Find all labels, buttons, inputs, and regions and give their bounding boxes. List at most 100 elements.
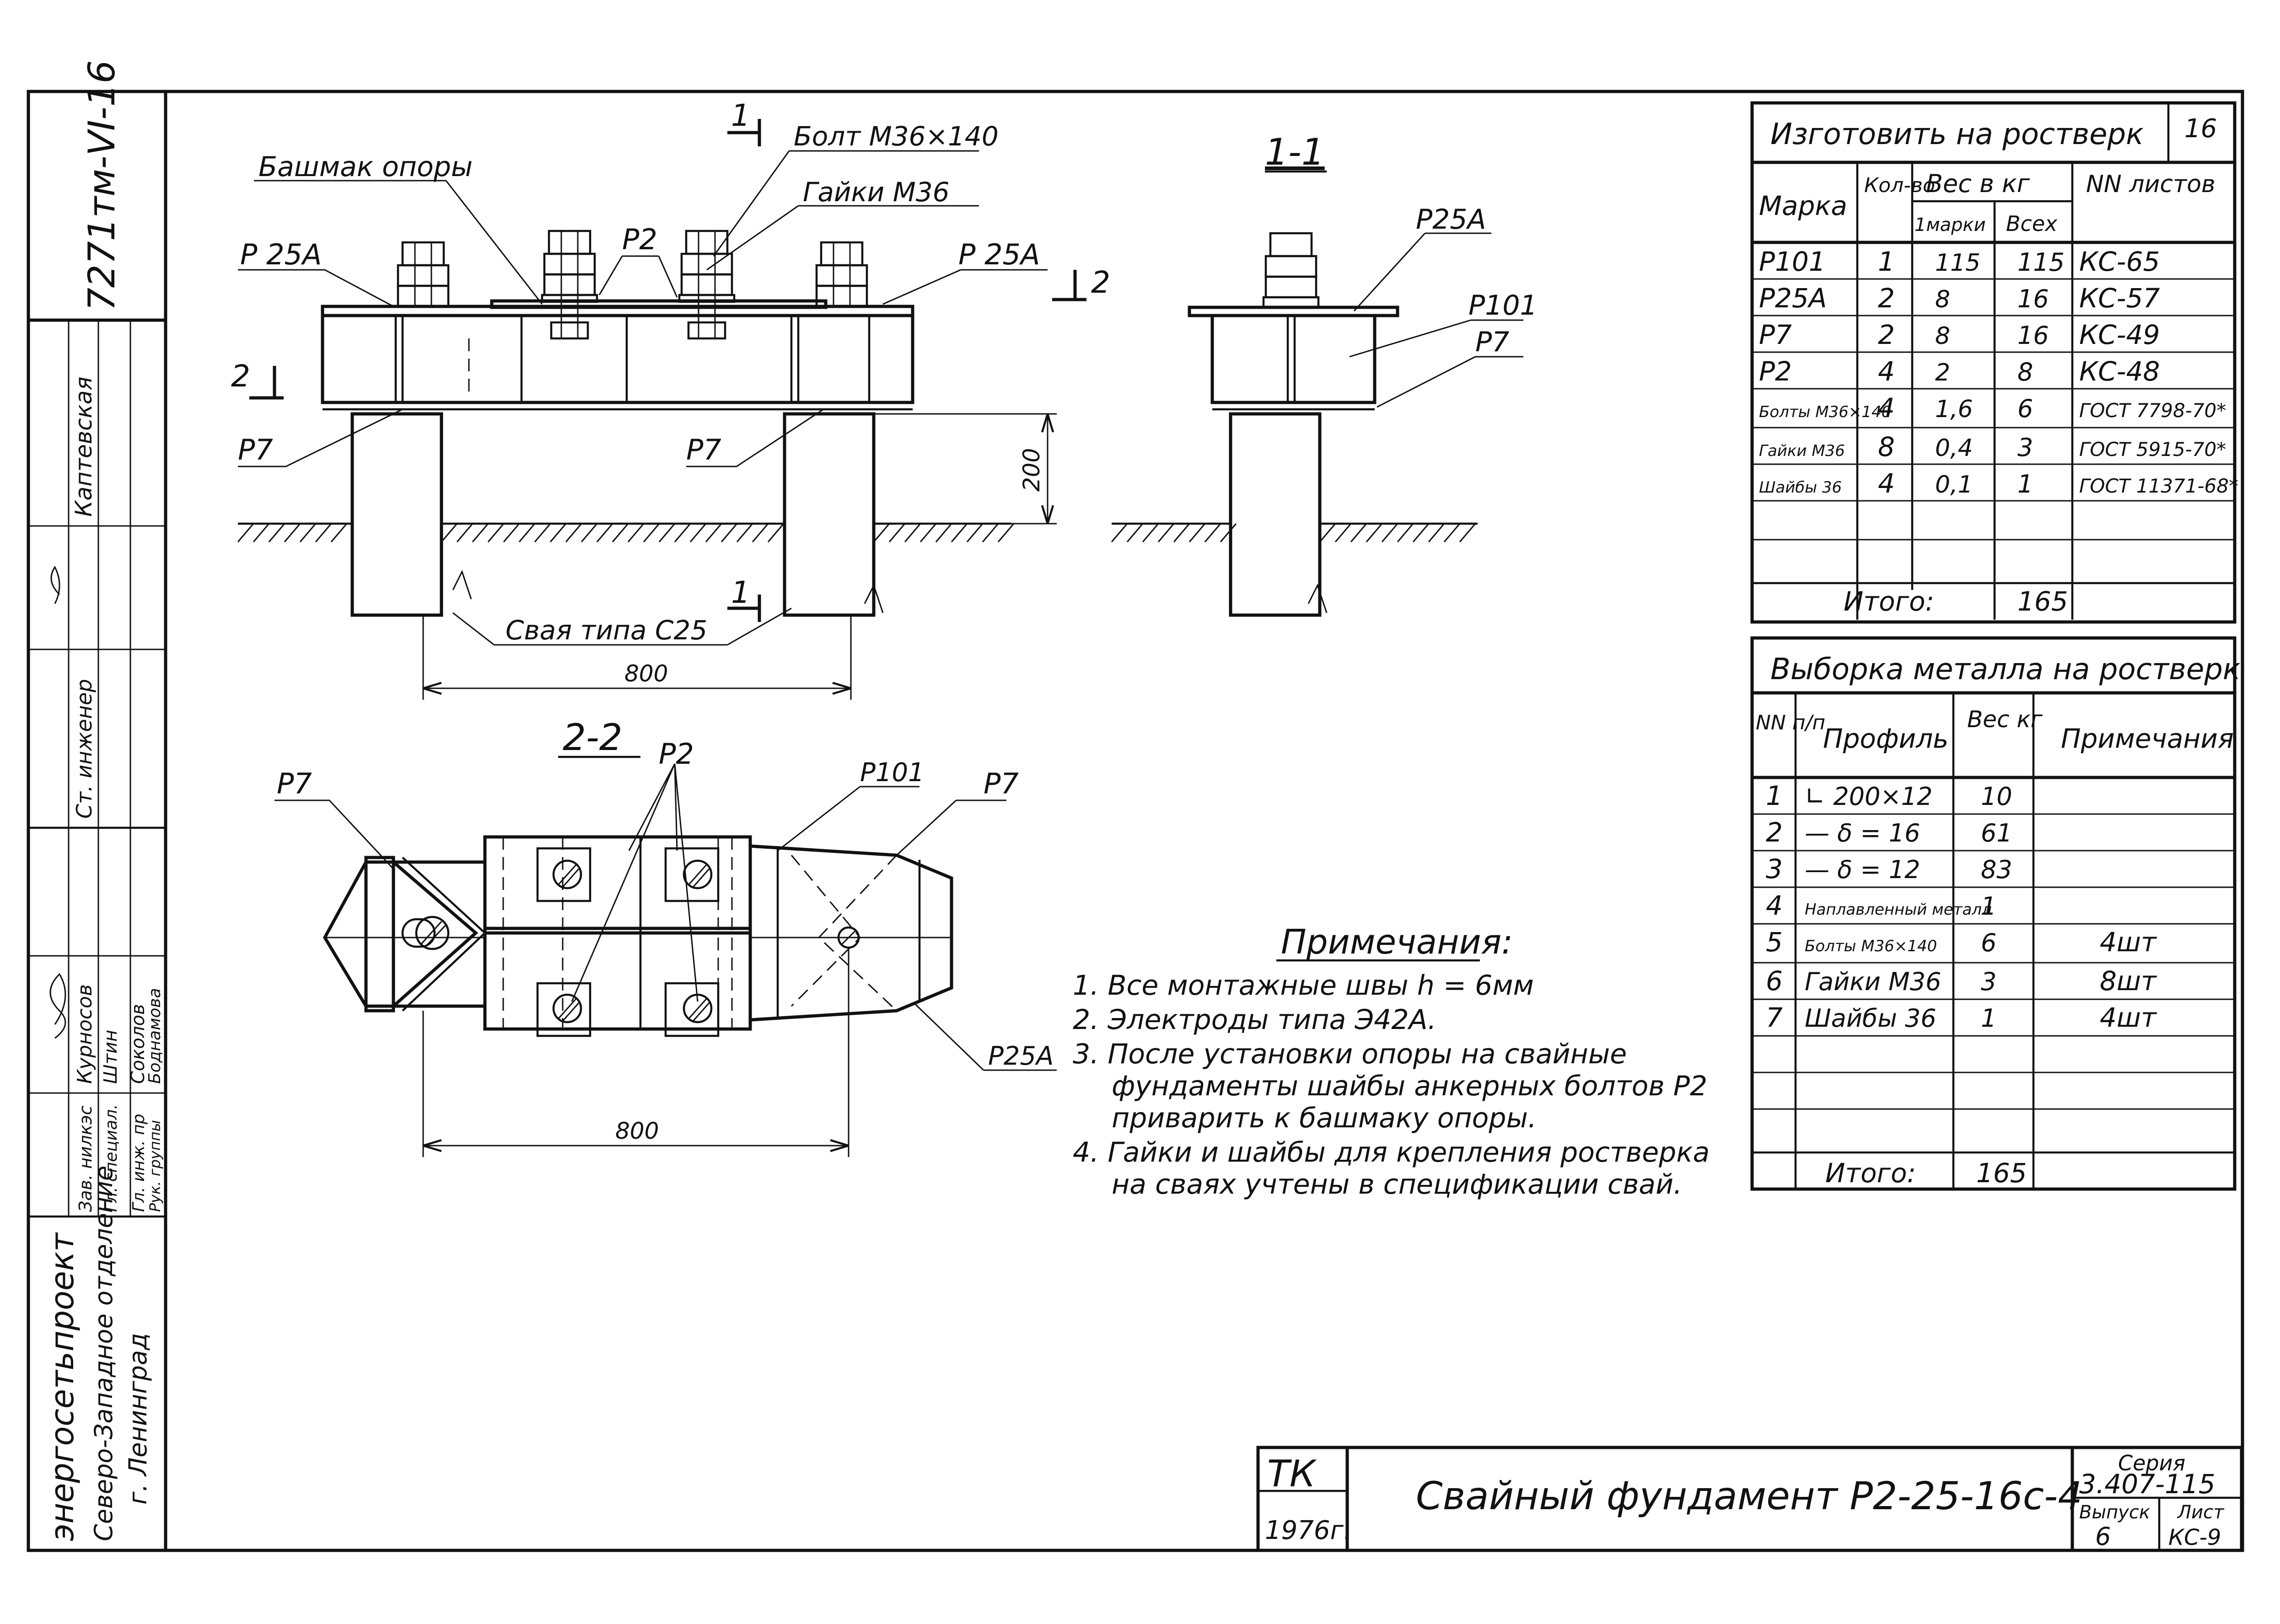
label-1-1-p101: Р101: [1468, 289, 1538, 322]
ground-hatch: [1319, 523, 1336, 542]
table1-cell-qty: 4: [1878, 356, 1895, 387]
ground-hatch: [503, 523, 520, 542]
ground-hatch: [330, 523, 348, 542]
ground-hatch: [518, 523, 536, 542]
ground-hatch: [237, 523, 254, 542]
table1-title: Изготовить на ростверк: [1770, 118, 2144, 151]
table1-cell-all: 16: [2017, 321, 2049, 350]
ground-hatch: [1220, 523, 1237, 542]
dim-800-main: 800: [624, 660, 668, 687]
org-division: Северо-Западное отделение: [89, 1166, 118, 1541]
ground-hatch: [1459, 523, 1476, 542]
section-1-1: 1-1 Р25А Р101 Р7: [1111, 131, 1538, 617]
table2-title: Выборка металла на ростверк: [1770, 653, 2241, 686]
label-2-2-p7-left: Р7: [277, 767, 312, 800]
note-3c: приварить к башмаку опоры.: [1112, 1102, 1537, 1134]
table1-cell-one: 1,6: [1935, 396, 1973, 423]
signer-2: Курносов: [73, 984, 97, 1084]
note-4b: на сваях учтены в спецификации свай.: [1112, 1168, 1682, 1201]
table2-cell-profile: — δ = 16: [1805, 819, 1920, 847]
table1-cell-mark: Р101: [1759, 246, 1826, 277]
table2-cell-note: 4шт: [2100, 927, 2157, 958]
notes: Примечания: 1. Все монтажные швы h = 6мм…: [1073, 922, 1710, 1201]
ground-hatch: [299, 523, 317, 542]
table2-cell-num: 2: [1766, 817, 1783, 848]
th-mark: Марка: [1759, 190, 1847, 221]
section-2-2-title: 2-2: [563, 716, 623, 759]
label-nuts: Гайки М36: [803, 177, 950, 208]
ground-hatch: [487, 523, 505, 542]
issue-value: 6: [2095, 1522, 2111, 1551]
table1-cell-one: 8: [1935, 286, 1950, 313]
signer-role-1: Ст. инженер: [72, 679, 97, 819]
table1-cell-ref: КС-65: [2079, 246, 2160, 277]
label-2-2-p101: Р101: [860, 758, 925, 788]
th2-num: NN п/п: [1756, 711, 1825, 734]
table1-total: 165: [2017, 586, 2068, 617]
ground-hatch: [534, 523, 551, 542]
table1-cell-all: 3: [2017, 433, 2033, 462]
ground-hatch: [627, 523, 645, 542]
th2-note: Примечания: [2061, 723, 2234, 754]
table-metal: Выборка металла на ростверк NN п/п Профи…: [1750, 636, 2241, 1191]
th2-profile: Профиль: [1823, 723, 1948, 754]
ground-hatch: [549, 523, 567, 542]
ground-hatch: [596, 523, 613, 542]
label-1-1-p7: Р7: [1475, 326, 1509, 358]
table1-cell-one: 0,4: [1935, 434, 1973, 462]
table2-cell-note: 4шт: [2100, 1002, 2157, 1033]
table1-cell-ref: ГОСТ 5915-70*: [2079, 438, 2226, 461]
ground-hatch: [767, 523, 785, 542]
table1-cell-qty: 2: [1878, 283, 1895, 314]
ground-hatch: [689, 523, 707, 542]
table2-cell-profile: — δ = 12: [1805, 855, 1920, 884]
th-weight: Вес в кг: [1926, 169, 2030, 198]
table2-cell-num: 1: [1766, 780, 1783, 811]
table2-cell-weight: 1: [1981, 1004, 1996, 1033]
plate-p2: [536, 847, 592, 902]
ground-hatch: [721, 523, 738, 542]
cut-2-left: 2: [231, 359, 250, 394]
dim-800-plan: 800: [615, 1118, 659, 1144]
table2-cell-profile: Болты М36×140: [1805, 937, 1937, 955]
ground-hatch: [253, 523, 270, 542]
table1-total-label: Итого:: [1844, 586, 1934, 617]
ground-hatch: [997, 523, 1015, 542]
table2-cell-num: 7: [1766, 1002, 1783, 1033]
table1-cell-one: 0,1: [1935, 471, 1973, 498]
table1-sheet: 16: [2184, 114, 2217, 144]
note-1: 1. Все монтажные швы h = 6мм: [1073, 970, 1534, 1002]
table2-cell-weight: 61: [1981, 819, 2012, 847]
bolt-group: [397, 230, 868, 340]
ground-hatch: [1366, 523, 1383, 542]
ground-hatch: [951, 523, 968, 542]
table1-cell-qty: 4: [1878, 392, 1895, 423]
table1-cell-ref: КС-57: [2079, 283, 2160, 314]
ground-hatch: [1443, 523, 1461, 542]
table1-cell-ref: ГОСТ 7798-70*: [2079, 399, 2226, 422]
table2-total: 165: [1976, 1158, 2027, 1189]
ground-hatch: [472, 523, 489, 542]
table1-cell-qty: 2: [1878, 319, 1895, 350]
table1-cell-all: 115: [2017, 248, 2065, 277]
table1-cell-mark: Р7: [1759, 319, 1792, 350]
note-4: 4. Гайки и шайбы для крепления ростверка: [1073, 1136, 1710, 1168]
label-p2: Р2: [622, 223, 657, 256]
sheet-frame: [27, 90, 2244, 1552]
title-block: ТК 1976г. Свайный фундамент Р2-25-16с-4 …: [1256, 1446, 2243, 1552]
signer-3: Штин: [100, 1030, 121, 1084]
ground-hatch: [284, 523, 301, 542]
ground-hatch: [888, 523, 906, 542]
table2-cell-weight: 3: [1981, 967, 1996, 996]
sheet-label: Лист: [2177, 1502, 2225, 1523]
table1-cell-mark: Гайки М36: [1759, 442, 1845, 460]
section-1-1-title: 1-1: [1265, 131, 1325, 173]
ground-hatch: [920, 523, 937, 542]
bashmak-plate: [490, 299, 828, 309]
label-p7-left: Р7: [238, 433, 273, 466]
ground-hatch: [441, 523, 458, 542]
cut-1-bottom: 1: [731, 575, 750, 610]
ground-hatch: [643, 523, 660, 542]
ground-hatch: [966, 523, 984, 542]
plate-p2: [536, 982, 592, 1037]
